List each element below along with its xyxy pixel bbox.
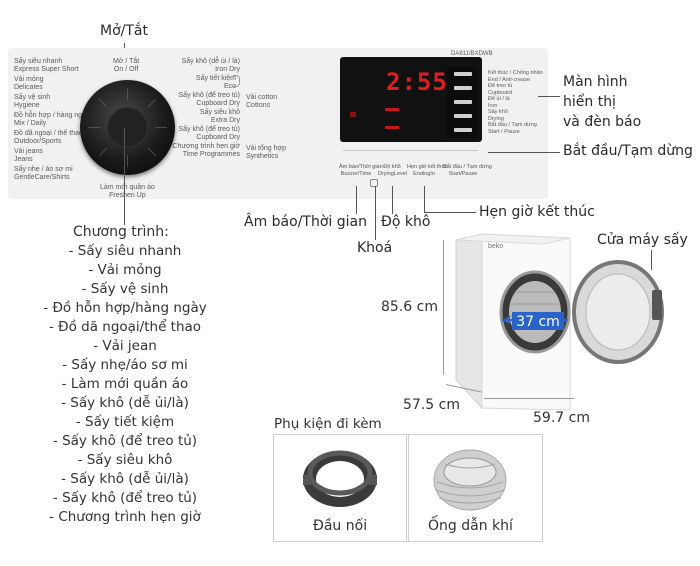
- right-program-labels: Sấy khô (dễ ủi / là)Iron Dry Sấy tiết ki…: [170, 58, 240, 160]
- accessory-card: [406, 434, 543, 542]
- programs-title: Chương trình:: [73, 224, 169, 240]
- dry-level-led: [385, 126, 399, 129]
- list-item: - Làm mới quần áo: [61, 376, 189, 392]
- power-callout: Mở/Tắt: [100, 23, 148, 39]
- list-item: - Sấy nhẹ/áo sơ mi: [62, 357, 188, 373]
- list-item: - Sấy khô (dễ ủi/là): [61, 471, 189, 487]
- indicator-segment: [454, 86, 472, 90]
- end-timer-callout: Hẹn giờ kết thúc: [479, 204, 595, 220]
- dryer-illustration: beko 37 cm: [455, 233, 664, 411]
- air-hose-image: [433, 449, 507, 511]
- start-pause-leader-line: [488, 152, 560, 153]
- lock-callout: Khoá: [357, 240, 393, 256]
- dial-ridges: [88, 88, 167, 167]
- lock-leader-line: [375, 186, 376, 240]
- start-pause-callout: Bắt đầu/Tạm dừng: [563, 143, 693, 159]
- program-label: Sấy khô (để treo tủ)Cupboard Dry: [178, 92, 240, 107]
- buzzer-leader-line: [356, 186, 357, 214]
- end-timer-leader-line: [424, 186, 425, 212]
- display-callout: Màn hình hiển thị và đèn báo: [563, 74, 642, 130]
- program-label: Sấy khô (dễ ủi / là)Iron Dry: [181, 58, 240, 73]
- buzzer-time-callout: Âm báo/Thời gian: [244, 214, 367, 230]
- list-item: - Chương trình hẹn giờ: [49, 509, 201, 525]
- dry-level-led: [385, 108, 399, 111]
- program-label: Sấy khô (để treo tủ)Cupboard Dry: [178, 126, 240, 141]
- programs-leader-line: [124, 128, 125, 225]
- door-callout: Cửa máy sấy: [597, 232, 688, 248]
- list-item: - Vải mỏng: [88, 262, 162, 278]
- list-item: - Sấy siêu nhanh: [68, 243, 182, 259]
- door-leader-line: [651, 250, 652, 270]
- accessories-title: Phụ kiện đi kèm: [274, 416, 382, 432]
- time-display: 2:55: [386, 68, 448, 96]
- indicator-segment: [454, 114, 472, 118]
- list-item: - Đồ hỗn hợp/hàng ngày: [43, 300, 207, 316]
- accessory-card: [273, 434, 409, 542]
- list-item: - Sấy tiết kiệm: [75, 414, 175, 430]
- list-item: - Sấy khô (dễ ủi/là): [61, 395, 189, 411]
- connector-image: [303, 450, 377, 507]
- list-item: - Đồ dã ngoại/thể thao: [48, 319, 202, 335]
- height-dimension: 85.6 cm: [381, 299, 438, 315]
- dry-level-leader-line: [392, 186, 393, 214]
- depth-dimension: 57.5 cm: [403, 397, 460, 413]
- list-item: - Sấy khô (để treo tủ): [52, 490, 198, 506]
- list-item: - Sấy siêu khô: [77, 452, 173, 468]
- indicator-segment: [454, 128, 472, 132]
- list-item: - Sấy vệ sinh: [81, 281, 169, 297]
- end-timer-leader-line: [424, 212, 476, 213]
- list-item: - Sấy khô (để treo tủ): [52, 433, 198, 449]
- eco-bracket: [233, 75, 240, 87]
- door-dimension: 37 cm: [516, 314, 560, 330]
- indicator-segment: [454, 100, 472, 104]
- programs-list: - Sấy siêu nhanh - Vải mỏng - Sấy vệ sin…: [10, 242, 240, 527]
- dry-level-callout: Độ khô: [381, 214, 431, 230]
- model-number: DA911/BXDWB: [451, 51, 493, 57]
- connector-label: Đầu nối: [313, 518, 368, 534]
- lock-icon: [370, 179, 378, 187]
- indicator-segment: [454, 72, 472, 76]
- button-row-divider: [343, 150, 478, 151]
- list-item: - Vải jean: [93, 338, 157, 354]
- display-leader-line: [538, 96, 560, 97]
- width-dimension: 59.7 cm: [533, 410, 590, 426]
- brand-logo: beko: [488, 243, 503, 250]
- width-dimension-line: [484, 398, 574, 399]
- height-dimension-line: [443, 240, 444, 375]
- lock-led: [350, 112, 356, 117]
- air-hose-label: Ống dẫn khí: [428, 518, 513, 534]
